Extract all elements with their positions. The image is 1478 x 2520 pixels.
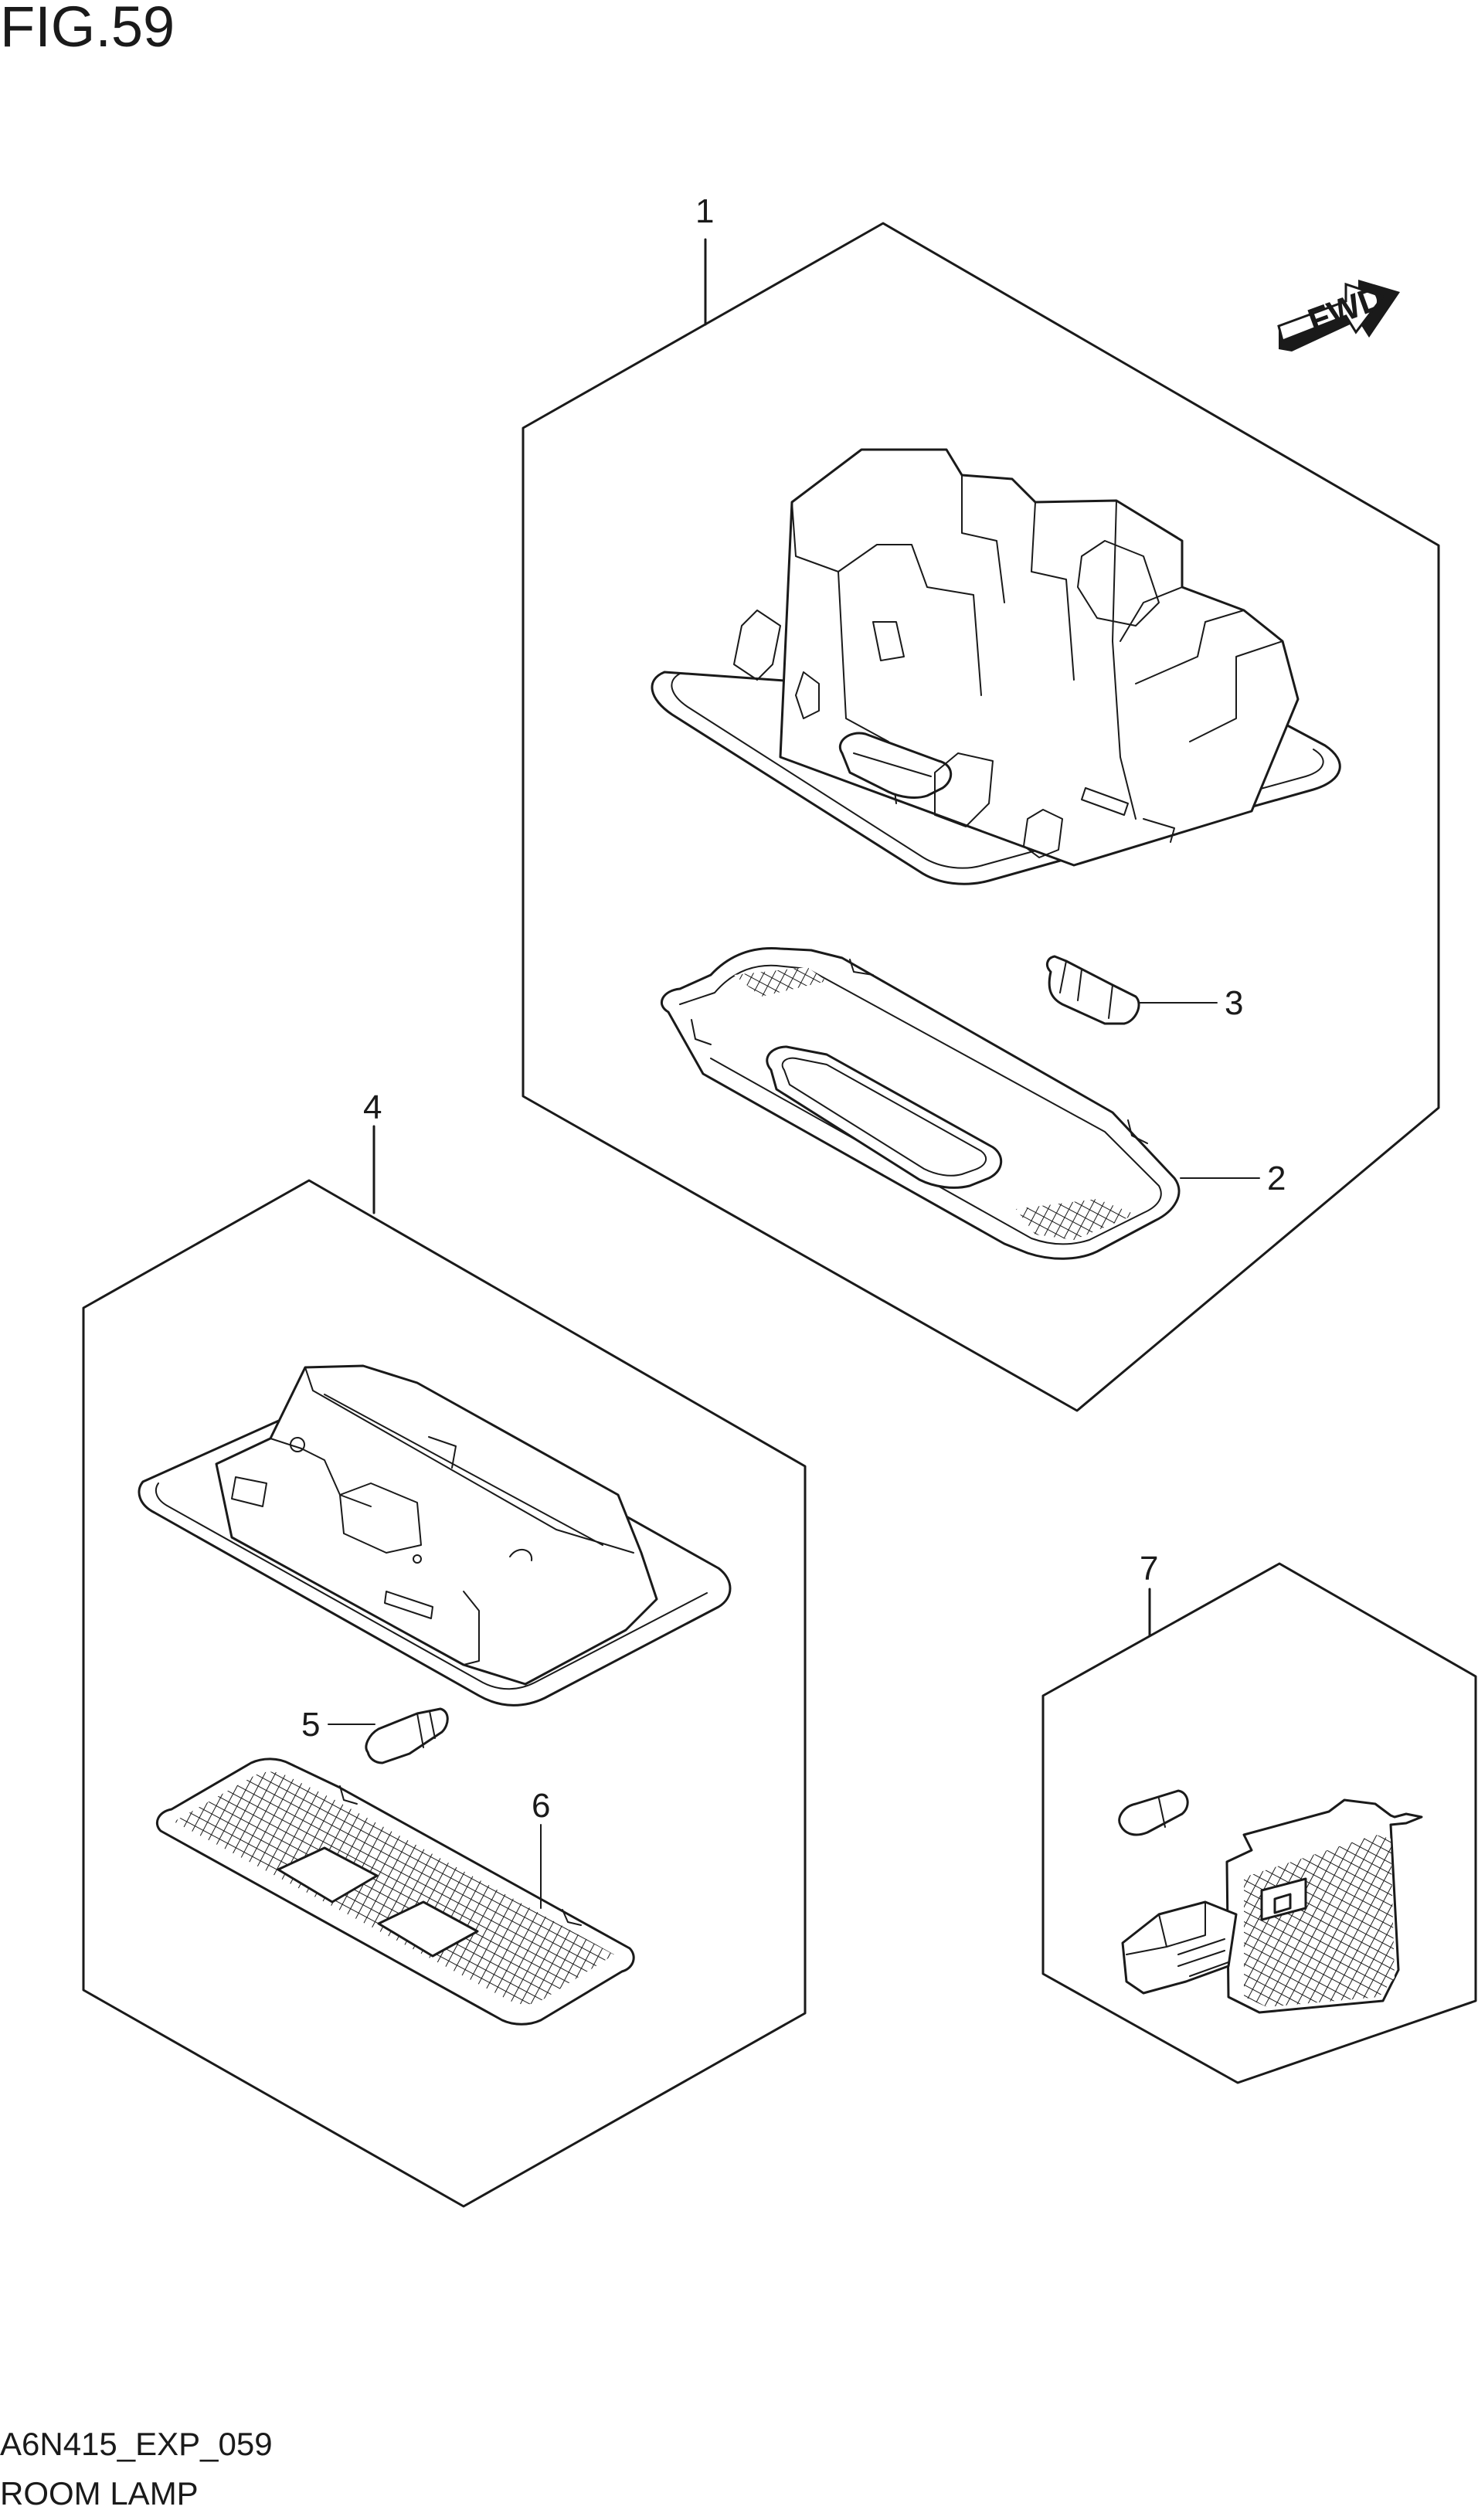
group-frame-7 — [1041, 1562, 1477, 2084]
figure-code: A6N415_EXP_059 — [0, 2426, 273, 2462]
lamp-lens-part-2 — [660, 947, 1181, 1260]
callout-3: 3 — [1225, 984, 1243, 1022]
callout-5: 5 — [301, 1706, 320, 1744]
lamp-lens-part-6 — [156, 1758, 635, 2026]
callout-7: 7 — [1140, 1550, 1158, 1588]
callout-4: 4 — [363, 1088, 382, 1126]
figure-name: ROOM LAMP — [0, 2475, 199, 2512]
assembly-group-4: 4 5 — [82, 1088, 807, 2208]
bulb-part-5 — [365, 1707, 449, 1764]
lamp-housing-part-1 — [651, 448, 1341, 885]
callout-6: 6 — [532, 1787, 550, 1825]
assembly-group-7: 7 — [1041, 1550, 1477, 2084]
assembly-group-1: 1 — [522, 192, 1440, 1412]
group-frame-4 — [82, 1179, 807, 2208]
small-lamp-part-7 — [1118, 1789, 1423, 2014]
lamp-housing-part-4 — [138, 1364, 732, 1707]
figure-title: FIG.59 — [0, 0, 175, 59]
fwd-arrow-icon: FWD — [1277, 278, 1400, 352]
callout-1: 1 — [695, 192, 714, 230]
callout-2: 2 — [1267, 1160, 1286, 1197]
bulb-part-3 — [1045, 955, 1140, 1025]
group-frame-1 — [522, 222, 1440, 1412]
